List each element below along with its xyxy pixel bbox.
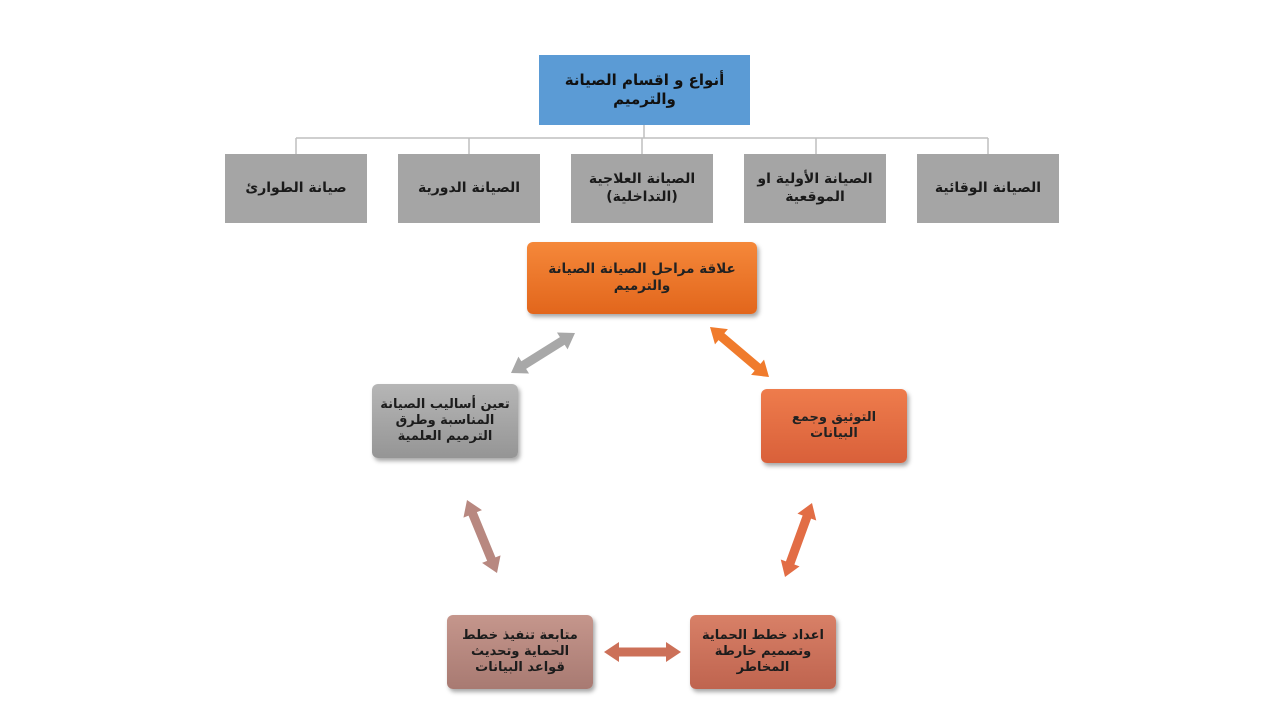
category-remedial: الصيانة العلاجية (التداخلية) <box>571 154 713 223</box>
category-label: الصيانة العلاجية (التداخلية) <box>588 171 696 205</box>
category-preventive: الصيانة الوقائية <box>917 154 1059 223</box>
cycle-follow-up-label: متابعة تنفيذ خطط الحماية وتحديث قواعد ال… <box>462 627 578 676</box>
category-emergency: صيانة الطوارئ <box>225 154 367 223</box>
arrow-center-documentation <box>710 327 769 377</box>
category-periodic: الصيانة الدورية <box>398 154 540 223</box>
cycle-protection-plans-label: اعداد خطط الحماية وتصميم خارطة المخاطر <box>701 627 825 676</box>
root-label: أنواع و اقسام الصيانة والترميم <box>564 71 725 108</box>
arrow-followup-methods <box>463 500 501 573</box>
category-label: صيانة الطوارئ <box>245 179 347 196</box>
cycle-center-label: علاقة مراحل الصيانة الصيانة والترميم <box>548 261 736 294</box>
cycle-methods-label: تعين أساليب الصيانة المناسبة وطرق الترمي… <box>380 396 510 445</box>
category-initial-onsite: الصيانة الأولية او الموقعية <box>744 154 886 223</box>
cycle-documentation-node: التوثيق وجمع البيانات <box>761 389 907 463</box>
cycle-center-node: علاقة مراحل الصيانة الصيانة والترميم <box>527 242 757 314</box>
cycle-documentation-label: التوثيق وجمع البيانات <box>791 409 877 441</box>
arrow-center-methods <box>511 332 575 374</box>
root-node: أنواع و اقسام الصيانة والترميم <box>539 55 750 125</box>
arrow-documentation-protection <box>780 503 817 577</box>
category-label: الصيانة الوقائية <box>934 179 1042 196</box>
arrow-protection-followup <box>604 642 681 662</box>
cycle-protection-plans-node: اعداد خطط الحماية وتصميم خارطة المخاطر <box>690 615 836 689</box>
cycle-methods-node: تعين أساليب الصيانة المناسبة وطرق الترمي… <box>372 384 518 458</box>
cycle-follow-up-node: متابعة تنفيذ خطط الحماية وتحديث قواعد ال… <box>447 615 593 689</box>
category-label: الصيانة الأولية او الموقعية <box>757 171 873 205</box>
category-label: الصيانة الدورية <box>417 179 521 196</box>
